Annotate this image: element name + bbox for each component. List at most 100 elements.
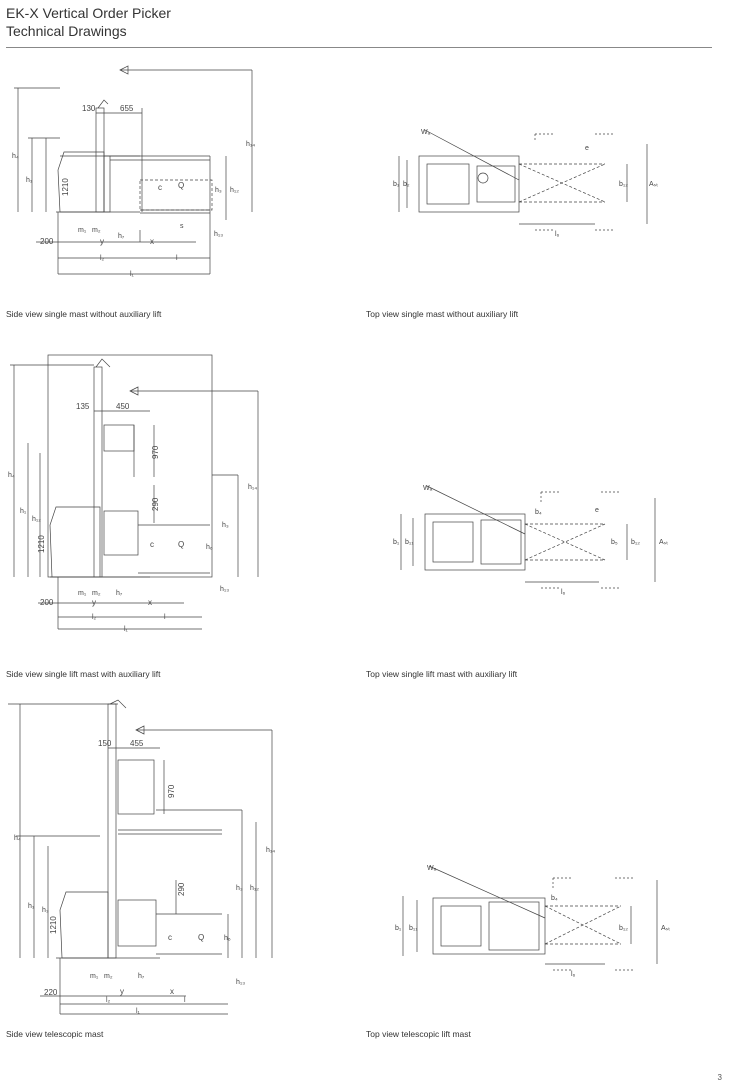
label-e-b: e	[595, 507, 599, 514]
side-view-single-mast-drawing: 130 655 1210 200 h₄ h₁ h₃ h₁₂ h₁₄ h₁₃ c …	[12, 65, 255, 278]
caption-top-telescopic: Top view telescopic lift mast	[366, 1029, 471, 1039]
label-b1-c: b₁	[395, 925, 402, 932]
dim-200: 200	[40, 237, 54, 246]
label-b1-b: b₁	[393, 539, 400, 546]
page-number: 3	[717, 1073, 722, 1082]
label-h6-c: h₆	[224, 935, 231, 942]
label-c-c: c	[168, 933, 172, 942]
label-h12-c: h₁₂	[250, 885, 259, 892]
label-x: x	[150, 237, 154, 246]
label-m2: m₂	[92, 227, 101, 234]
label-ast: Aₛₜ	[649, 181, 658, 188]
label-h12-b: h₁₂	[32, 516, 41, 523]
dim-970-c: 970	[167, 784, 176, 798]
label-h3-b: h₃	[222, 522, 229, 529]
label-b11-c: b₁₁	[409, 925, 418, 932]
label-h13: h₁₃	[214, 231, 223, 238]
label-l-c: l	[184, 997, 186, 1004]
label-l2-c: l₂	[106, 997, 111, 1004]
label-h3: h₃	[215, 187, 222, 194]
caption-side-single-mast: Side view single mast without auxiliary …	[6, 309, 162, 319]
caption-top-auxiliary-lift: Top view single lift mast with auxiliary…	[366, 669, 518, 679]
label-b12-c: b₁₂	[619, 925, 628, 932]
label-m2-b: m₂	[92, 590, 101, 597]
label-h14-c: h₁₄	[266, 847, 275, 854]
label-h12: h₁₂	[230, 187, 239, 194]
label-l2-b: l₂	[92, 614, 97, 621]
label-h14-b: h₁₄	[248, 484, 257, 491]
dim-655: 655	[120, 104, 134, 113]
label-y: y	[100, 237, 104, 246]
top-view-telescopic-drawing: Wₐ b₁ b₁₁ b₄ b₁₂ Aₛₜ l₆	[395, 865, 670, 978]
label-b4-b: b₄	[535, 509, 542, 516]
dim-220: 220	[44, 988, 58, 997]
dim-970: 970	[151, 445, 160, 459]
label-s: s	[180, 223, 184, 230]
label-x-c: x	[170, 987, 174, 996]
page-header: EK-X Vertical Order Picker Technical Dra…	[6, 4, 712, 40]
top-view-single-mast-drawing: Wₐ b₁ b₂ b₁₂ Aₛₜ e l₆	[393, 129, 658, 238]
label-h1-b: h₁	[20, 508, 27, 515]
dim-150: 150	[98, 739, 112, 748]
label-h3-c2: h₃	[236, 885, 243, 892]
label-wa-c: Wₐ	[427, 865, 437, 872]
label-h4-b: h₄	[8, 472, 15, 479]
side-view-auxiliary-lift-drawing: 135 450 970 290 1210 200 h₄ h₁ h₁₂ h₁₄ h…	[8, 354, 259, 633]
dim-135: 135	[76, 402, 90, 411]
label-h7-b: h₇	[116, 590, 123, 597]
label-m1-c: m₁	[90, 973, 99, 980]
dim-1210-c: 1210	[49, 916, 58, 934]
label-x-b: x	[148, 598, 152, 607]
label-e: e	[585, 145, 589, 152]
caption-top-single-mast: Top view single mast without auxiliary l…	[366, 309, 519, 319]
label-h4: h₄	[12, 153, 19, 160]
label-h3-c: h₃	[42, 907, 49, 914]
label-b1: b₁	[393, 181, 400, 188]
top-view-auxiliary-lift-drawing: Wₐ b₁ b₁₁ b₄ b₅ b₁₂ Aₛₜ e l₆	[393, 485, 668, 596]
label-h7-c: h₇	[138, 973, 145, 980]
dim-290: 290	[151, 497, 160, 511]
label-l6: l₆	[555, 231, 560, 238]
label-l1-c: l₁	[136, 1008, 141, 1015]
label-l2: l₂	[100, 255, 105, 262]
label-m1-b: m₁	[78, 590, 87, 597]
label-y-b: y	[92, 598, 96, 607]
label-y-c: y	[120, 987, 124, 996]
dim-200-b: 200	[40, 598, 54, 607]
label-wa: Wₐ	[421, 129, 431, 136]
label-ast-b: Aₛₜ	[659, 539, 668, 546]
label-b4-c: b₄	[551, 895, 558, 902]
label-l1: l₁	[130, 271, 135, 278]
label-h1: h₁	[26, 177, 33, 184]
label-l-b: l	[164, 614, 166, 621]
label-wa-b: Wₐ	[423, 485, 433, 492]
dim-1210-b: 1210	[37, 535, 46, 553]
label-ast-c: Aₛₜ	[661, 925, 670, 932]
label-b12: b₁₂	[619, 181, 628, 188]
label-m1: m₁	[78, 227, 87, 234]
page-title: EK-X Vertical Order Picker	[6, 5, 171, 21]
label-b11-b: b₁₁	[405, 539, 414, 546]
label-h1-c: h₁	[28, 903, 35, 910]
label-l6-b: l₆	[561, 589, 566, 596]
caption-side-auxiliary-lift: Side view single lift mast with auxiliar…	[6, 669, 161, 679]
label-h13-b: h₁₃	[220, 586, 229, 593]
label-l6-c: l₆	[571, 971, 576, 978]
dim-290-c: 290	[177, 882, 186, 896]
label-h6-b: h₆	[206, 544, 213, 551]
dim-455: 455	[130, 739, 144, 748]
page-subtitle: Technical Drawings	[6, 23, 127, 39]
label-m2-c: m₂	[104, 973, 113, 980]
dim-1210: 1210	[61, 178, 70, 196]
label-b5-b: b₅	[611, 539, 618, 546]
dim-130: 130	[82, 104, 96, 113]
caption-side-telescopic: Side view telescopic mast	[6, 1029, 104, 1039]
label-h7: h₇	[118, 233, 125, 240]
label-h13-c: h₁₃	[236, 979, 245, 986]
label-q-b: Q	[178, 540, 184, 549]
label-h14: h₁₄	[246, 141, 255, 148]
label-q: Q	[178, 181, 184, 190]
label-l: l	[176, 255, 178, 262]
side-view-telescopic-drawing: 150 455 970 290 1210 220 h₄ h₁ h₃ h₃ h₁₂…	[8, 699, 275, 1015]
header-divider	[6, 47, 712, 48]
